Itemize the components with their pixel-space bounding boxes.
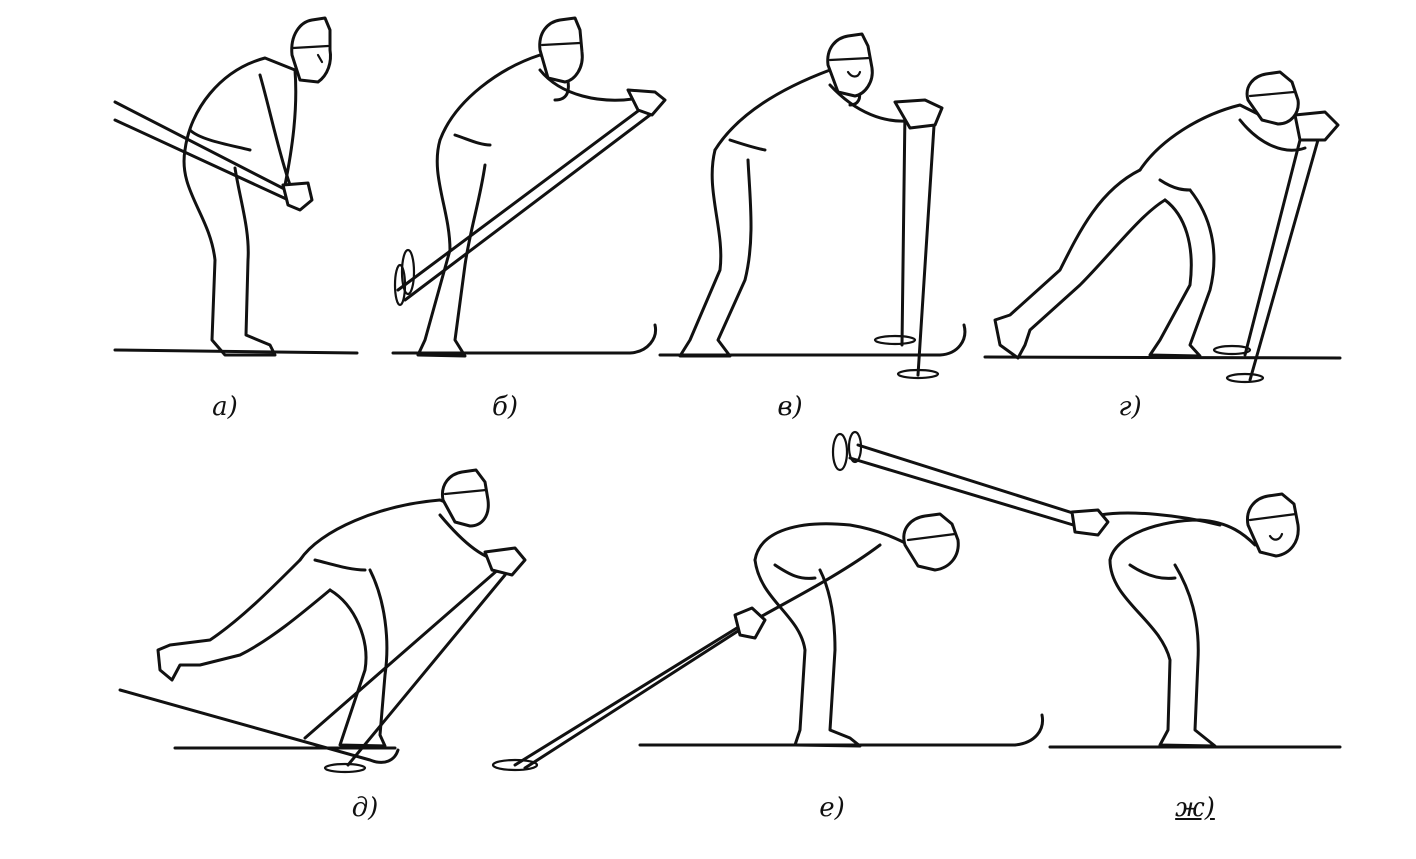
- panel-e-ski: [638, 713, 1045, 747]
- panel-a-ground: [113, 348, 359, 355]
- panel-e-pole: [523, 620, 754, 770]
- panel-g-pole: [1243, 138, 1302, 357]
- panel-e-label: е): [819, 793, 845, 823]
- panel-a-pole: [113, 118, 297, 205]
- panel-g-pole: [1248, 138, 1320, 382]
- panel-b-pole: [396, 106, 644, 292]
- panel-zh-pole: [856, 443, 1097, 522]
- panel-v-skier: [658, 32, 967, 380]
- panel-v-ski: [658, 323, 967, 357]
- panel-a-label: а): [212, 392, 238, 422]
- panel-e-pole: [513, 613, 760, 767]
- panel-b-ski: [391, 323, 658, 355]
- panel-g-label: г): [1118, 392, 1142, 422]
- panel-d-pole: [346, 573, 507, 767]
- panel-d-ski: [118, 688, 400, 764]
- panel-zh-skier: [831, 430, 1342, 749]
- panel-a-pole: [113, 100, 302, 199]
- panel-e-skier: [491, 512, 1045, 772]
- panel-zh-pole: [848, 456, 1092, 532]
- panel-a-skier: [113, 16, 359, 357]
- panel-zh-label: ж): [1175, 793, 1215, 823]
- panel-b-label: б): [491, 392, 519, 422]
- panel-b-pole: [403, 113, 652, 302]
- panel-g-skier: [983, 70, 1342, 384]
- panel-d-pole: [303, 566, 502, 740]
- panel-v-label: в): [777, 392, 803, 422]
- panel-d-skier: [118, 468, 527, 774]
- panel-v-pole: [900, 108, 907, 347]
- panel-b-skier: [391, 16, 667, 358]
- panel-d-label: д): [351, 793, 379, 823]
- panel-v-pole: [916, 108, 937, 377]
- panel-g-ground: [983, 355, 1342, 360]
